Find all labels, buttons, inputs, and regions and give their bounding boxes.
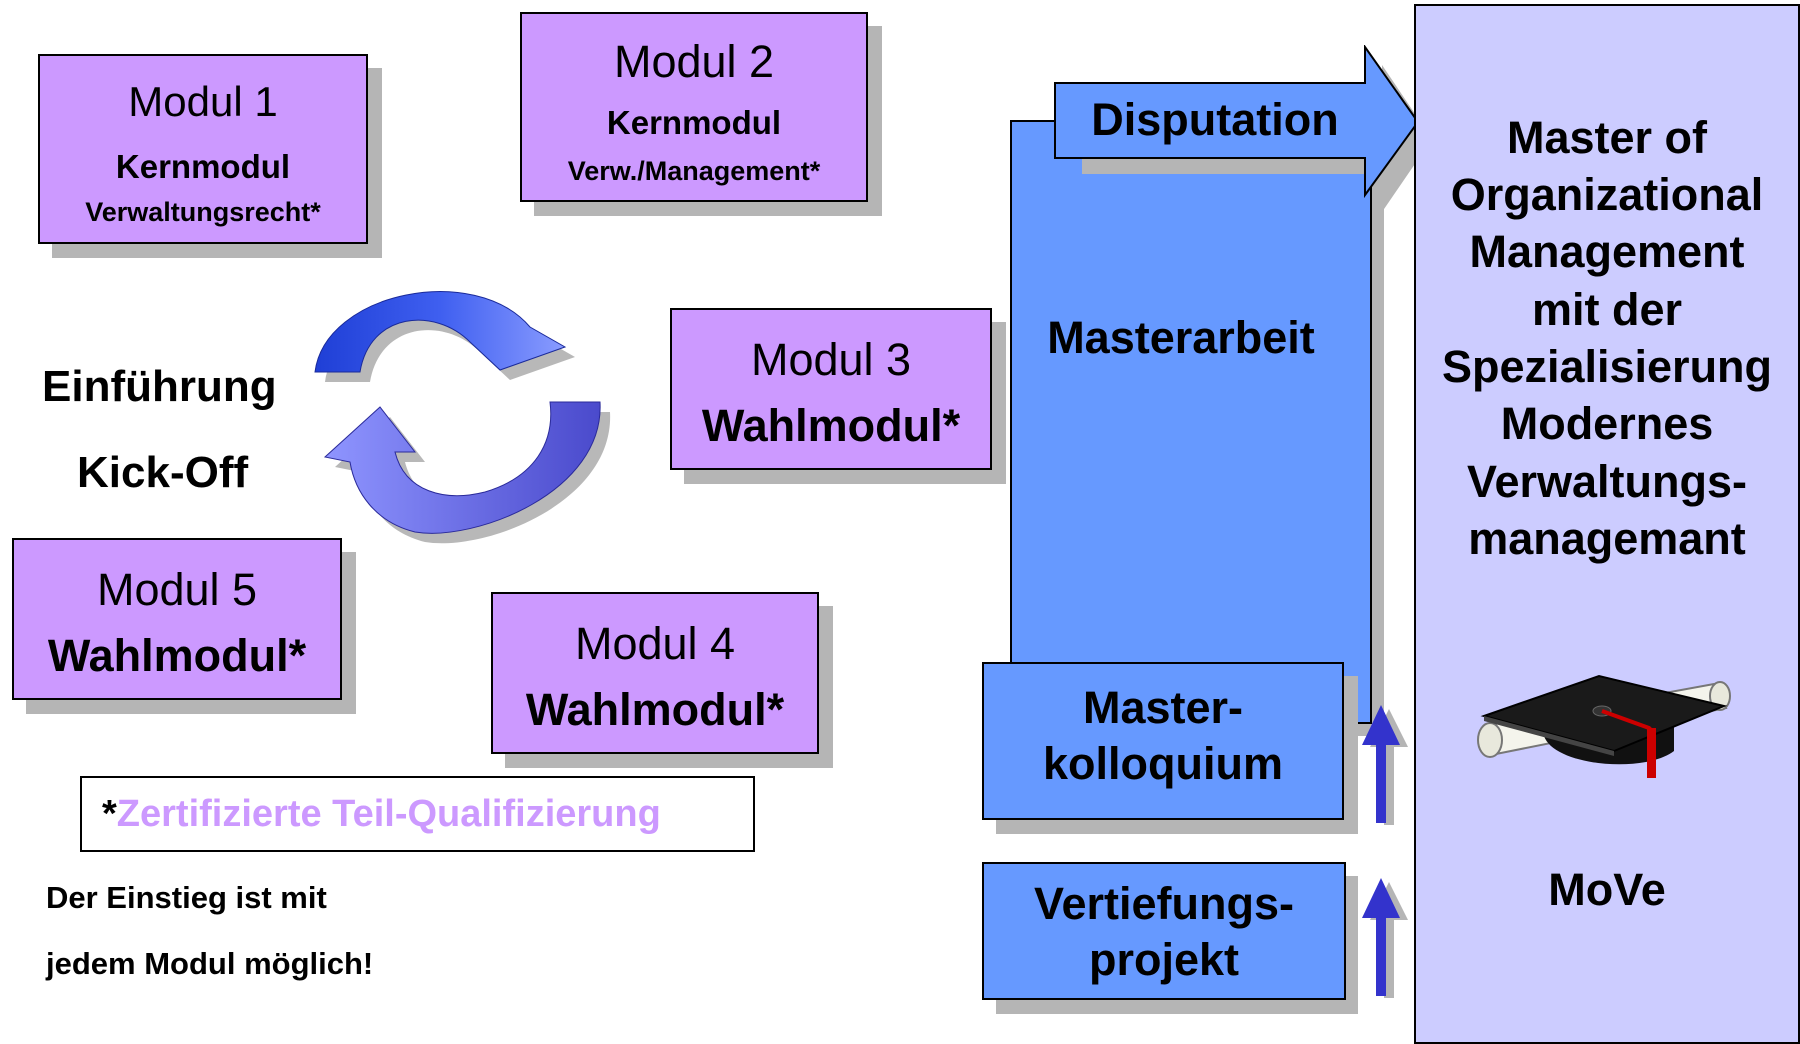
module-2-type: Kernmodul — [606, 104, 782, 141]
disputation-arrow — [1054, 45, 1430, 212]
module-4-box: Modul 4 Wahlmodul* — [491, 592, 819, 754]
legend-text-row: *Zertifizierte Teil-Qualifizierung — [102, 793, 661, 836]
degree-line-2: Organizational — [1450, 169, 1764, 220]
degree-line-3: Management — [1469, 226, 1745, 277]
module-2-sub: Verw./Management* — [567, 156, 821, 186]
degree-line-7: Verwaltungs- — [1466, 456, 1748, 507]
masterarbeit-block: Masterarbeit — [1010, 120, 1372, 724]
masterarbeit-label: Masterarbeit — [1047, 312, 1315, 363]
module-3-title: Modul 3 — [750, 334, 912, 385]
legend-star: * — [102, 793, 117, 835]
module-3-type: Wahlmodul* — [701, 400, 961, 451]
module-1-title: Modul 1 — [128, 78, 278, 125]
degree-line-1: Master of — [1506, 112, 1708, 163]
degree-abbreviation: MoVe — [1548, 864, 1666, 915]
module-2-box: Modul 2 Kernmodul Verw./Management* — [520, 12, 868, 202]
module-1-box: Modul 1 Kernmodul Verwaltungsrecht* — [38, 54, 368, 244]
up-arrow-icon — [1362, 878, 1408, 998]
intro-kickoff: Kick-Off — [77, 448, 249, 497]
up-arrow-icon — [1362, 705, 1408, 825]
module-3-box: Modul 3 Wahlmodul* — [670, 308, 992, 470]
module-4-type: Wahlmodul* — [525, 684, 785, 735]
graduation-cap-icon — [1477, 674, 1731, 778]
disputation-label: Disputation — [1091, 94, 1339, 145]
degree-panel: Master of Organizational Management mit … — [1414, 4, 1800, 1044]
vertiefung-line-1: Vertiefungs- — [1033, 878, 1295, 929]
kolloquium-block: Master- kolloquium — [982, 662, 1344, 820]
kolloquium-line-1: Master- — [1082, 682, 1244, 733]
module-1-sub: Verwaltungsrecht* — [85, 197, 321, 227]
module-4-title: Modul 4 — [574, 618, 736, 669]
module-2-title: Modul 2 — [613, 36, 775, 87]
vertiefung-block: Vertiefungs- projekt — [982, 862, 1346, 1000]
note-line-1: Der Einstieg ist mit — [46, 880, 327, 915]
intro-einfuehrung: Einführung — [42, 362, 277, 411]
degree-line-5: Spezialisierung — [1441, 341, 1773, 392]
legend-text: Zertifizierte Teil-Qualifizierung — [116, 793, 661, 835]
note-line-2: jedem Modul möglich! — [46, 946, 374, 981]
module-5-type: Wahlmodul* — [47, 630, 307, 681]
module-5-box: Modul 5 Wahlmodul* — [12, 538, 342, 700]
degree-line-6: Modernes — [1500, 398, 1714, 449]
degree-line-4: mit der — [1531, 284, 1683, 335]
module-1-type: Kernmodul — [115, 148, 291, 185]
legend-box: *Zertifizierte Teil-Qualifizierung — [80, 776, 755, 852]
kolloquium-line-2: kolloquium — [1043, 738, 1283, 789]
vertiefung-line-2: projekt — [1088, 934, 1240, 985]
cycle-arrows-icon — [314, 291, 611, 544]
module-5-title: Modul 5 — [96, 564, 258, 615]
degree-line-8: managemant — [1468, 513, 1746, 564]
